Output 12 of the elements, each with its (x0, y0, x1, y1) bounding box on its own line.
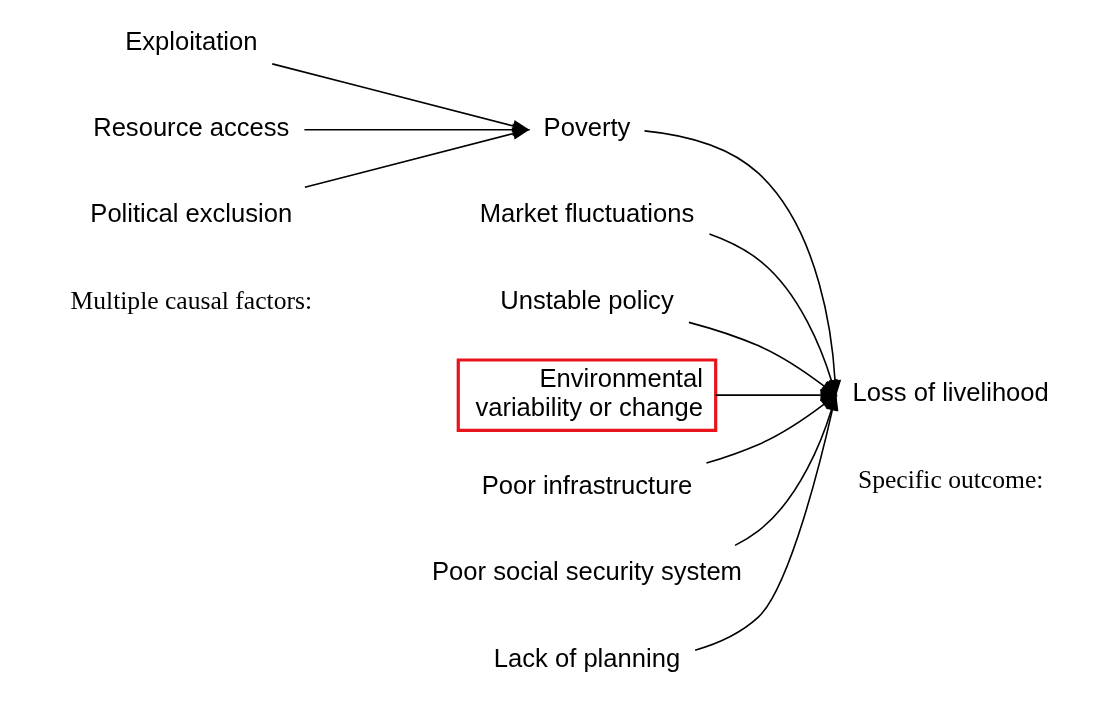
node-text: Market fluctuations (479, 199, 695, 228)
node-text: Poor infrastructure (481, 470, 693, 499)
node-text: Poverty (543, 112, 631, 141)
node-text: Exploitation (125, 26, 258, 55)
node-text: Loss of livelihood (852, 378, 1049, 407)
node-text: Poor social security system (432, 557, 742, 586)
node-text: Unstable policy (500, 285, 674, 314)
label: Multiple causal factors: (70, 285, 313, 315)
node-text: Lack of planning (493, 643, 681, 672)
node-text: Political exclusion (90, 199, 293, 228)
node-text: Resource access (93, 112, 290, 141)
label: Specific outcome: (858, 464, 1044, 494)
